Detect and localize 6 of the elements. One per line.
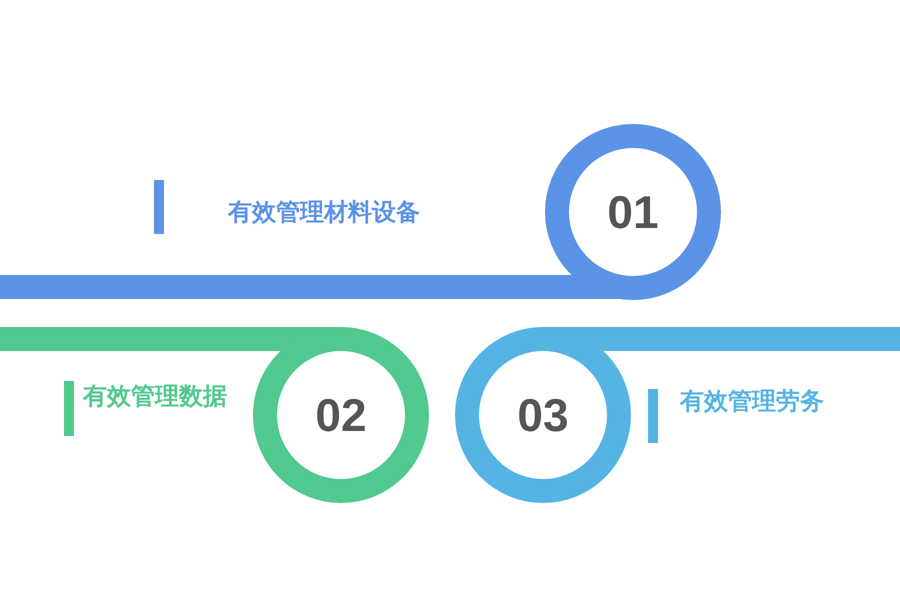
step-number: 02 <box>315 388 367 442</box>
step-number: 01 <box>607 185 659 239</box>
step-number: 03 <box>517 388 569 442</box>
step-label: 有效管理材料设备 <box>228 197 420 227</box>
step-label: 有效管理数据 <box>83 381 227 411</box>
step-label: 有效管理劳务 <box>680 386 824 416</box>
